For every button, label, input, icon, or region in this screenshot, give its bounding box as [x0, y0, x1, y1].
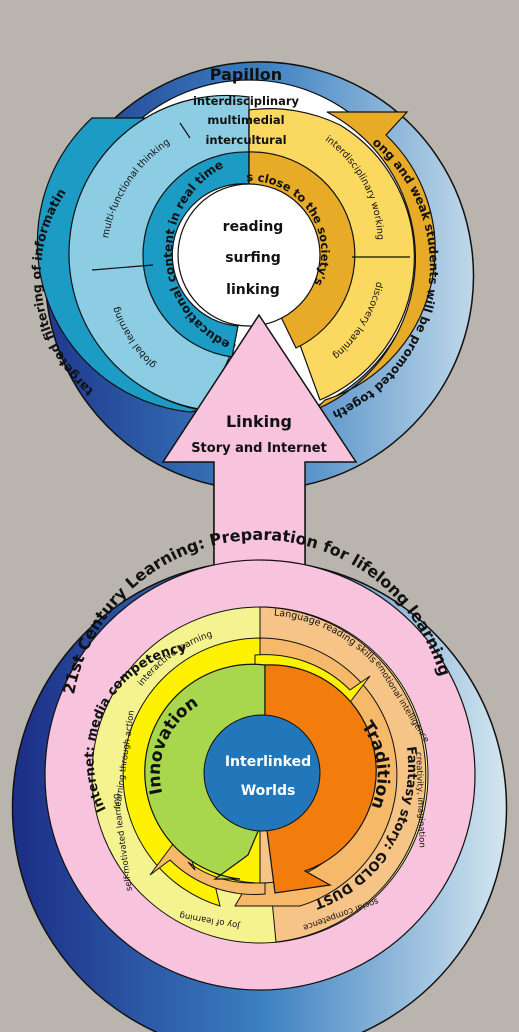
learning-diagram: Interlinked Worlds 21st Century Learning… [44, 525, 476, 991]
divider-line [179, 122, 191, 139]
papillon-diagram: Papillon interdisciplinary multimedial i… [0, 0, 441, 422]
papillon-subtitle-2: multimedial [207, 113, 284, 127]
divider-line [91, 264, 154, 271]
papillon-center-circle [177, 183, 321, 327]
center-text-interlinked: Interlinked [225, 754, 311, 770]
skill-creativity: creativity, imagination [413, 752, 426, 848]
papillon-subtitle-1: interdisciplinary [193, 94, 300, 108]
center-text-reading: reading [223, 219, 284, 235]
learning-tradition-half [264, 664, 377, 894]
papillon-left-inner-ring [142, 151, 250, 358]
arrow-title: Linking [226, 412, 292, 431]
center-text-worlds: Worlds [241, 783, 296, 799]
papillon-title: Papillon [210, 65, 282, 84]
papillon-subtitle-3: intercultural [205, 133, 286, 147]
center-text-linking: linking [226, 282, 280, 298]
center-text-surfing: surfing [225, 250, 281, 266]
arrow-subtitle: Story and Internet [191, 441, 327, 456]
interlinked-worlds-circle [203, 714, 321, 832]
